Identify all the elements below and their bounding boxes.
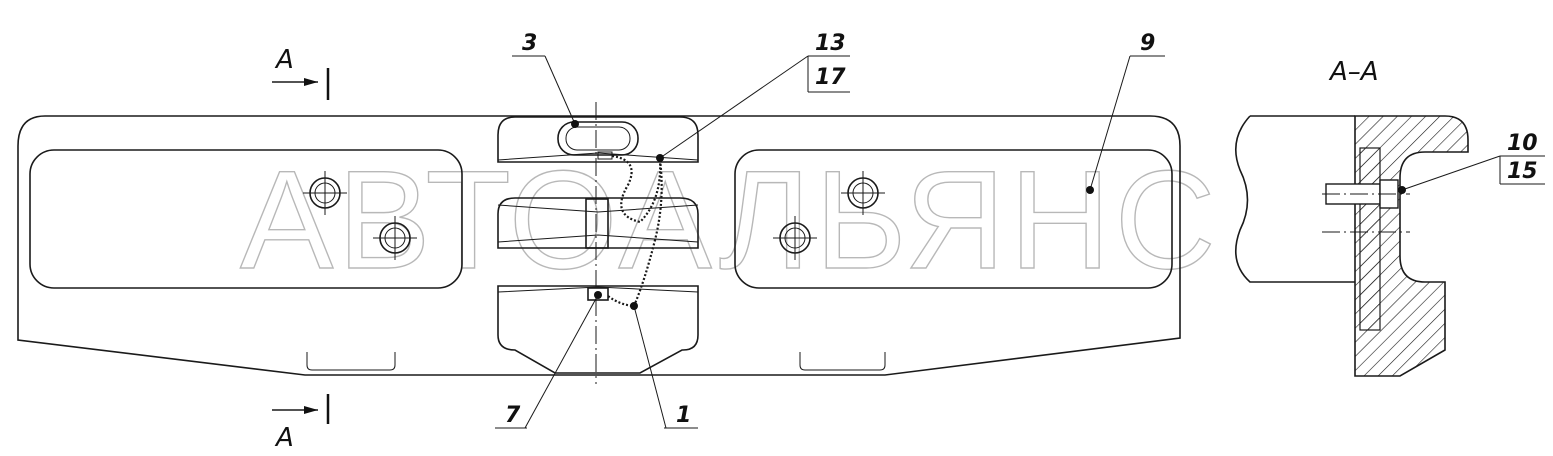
callout-part-10-15: 10 15 <box>1398 131 1545 194</box>
bolt-right-1 <box>841 171 885 215</box>
svg-text:13: 13 <box>815 31 846 56</box>
center-clip <box>585 198 609 249</box>
bolt-left-1 <box>303 171 347 215</box>
seal-wire <box>611 154 662 224</box>
svg-text:A: A <box>274 423 294 453</box>
svg-text:9: 9 <box>1140 31 1155 56</box>
callout-part-7: 7 <box>495 291 602 429</box>
svg-text:3: 3 <box>522 31 537 56</box>
bolt-left-2 <box>373 216 417 260</box>
right-panel <box>734 149 1173 289</box>
svg-text:1: 1 <box>676 403 691 428</box>
svg-text:A: A <box>274 45 294 75</box>
section-marker-bottom: A <box>272 394 330 453</box>
svg-text:15: 15 <box>1507 159 1538 184</box>
callout-part-9: 9 <box>1086 31 1165 194</box>
bottom-notch-left <box>306 352 396 371</box>
svg-text:7: 7 <box>505 403 521 428</box>
center-plate-bottom <box>497 285 699 374</box>
callout-part-3: 3 <box>512 31 579 128</box>
watermark-text: АВТОАЛЬЯНС <box>240 141 1220 298</box>
svg-text:17: 17 <box>815 65 846 90</box>
callout-part-1: 1 <box>630 302 698 429</box>
center-plate-top <box>497 116 699 163</box>
section-view-a-a: A–A <box>1234 57 1469 377</box>
main-body-outline <box>17 115 1181 376</box>
svg-text:A–A: A–A <box>1328 57 1379 87</box>
seal-part-7 <box>587 287 609 301</box>
center-plate-middle <box>497 197 699 249</box>
left-panel <box>29 149 463 289</box>
svg-text:10: 10 <box>1507 131 1538 156</box>
callout-part-13-17: 13 17 <box>656 31 850 162</box>
section-marker-top: A <box>272 45 330 100</box>
bottom-notch-right <box>799 352 886 371</box>
bolt-right-2 <box>773 216 817 260</box>
